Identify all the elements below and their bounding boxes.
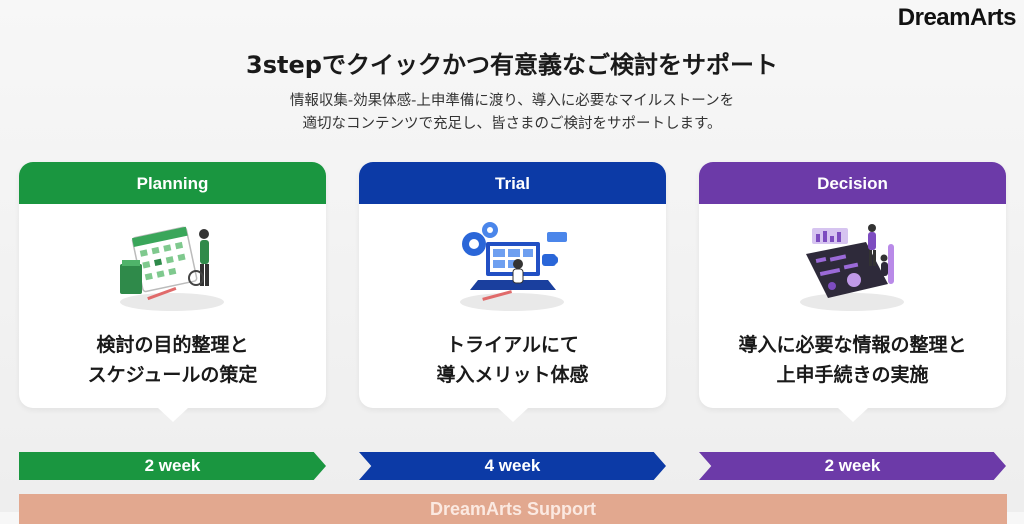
duration-arrow-planning: 2 week (19, 452, 326, 480)
page-title: 3stepでクイックかつ有意義なご検討をサポート (246, 51, 778, 79)
step-description-line: トライアルにて (446, 334, 579, 356)
support-bar: DreamArts Support (19, 494, 1007, 524)
step-description-line: 導入に必要な情報の整理と (738, 334, 967, 356)
step-header-decision: Decision (699, 162, 1006, 204)
step-card-trial: Trial トライアルにて 導入メリット体感 (359, 162, 666, 422)
step-description-decision: 導入に必要な情報の整理と 上申手続きの実施 (699, 330, 1006, 390)
step-description-line: 上申手続きの実施 (776, 364, 929, 386)
step-description-planning: 検討の目的整理と スケジュールの策定 (19, 330, 326, 390)
step-description-line: 検討の目的整理と (96, 334, 249, 356)
duration-arrow-trial: 4 week (359, 452, 666, 480)
page-subtitle: 情報収集-効果体感-上申準備に渡り、導入に必要なマイルストーンを 適切なコンテン… (0, 90, 1024, 136)
step-description-trial: トライアルにて 導入メリット体感 (359, 330, 666, 390)
duration-arrow-decision: 2 week (699, 452, 1006, 480)
step-description-line: スケジュールの策定 (87, 364, 258, 386)
subtitle-line-2: 適切なコンテンツで充足し、皆さまのご検討をサポートします。 (302, 116, 722, 132)
step-description-line: 導入メリット体感 (436, 364, 589, 386)
planning-calendar-illustration (120, 226, 224, 311)
dreamarts-logo: DreamArts (897, 4, 1017, 31)
trial-laptop-gears-illustration (460, 222, 567, 311)
step-card-planning: Planning 検討の目的整理と スケジュールの策定 (19, 162, 326, 422)
decision-dashboard-illustration (800, 224, 904, 311)
step-header-planning: Planning (19, 162, 326, 204)
step-header-trial: Trial (359, 162, 666, 204)
step-card-decision: Decision 導入に必要な情報の整理と 上申手続きの実施 (699, 162, 1006, 422)
subtitle-line-1: 情報収集-効果体感-上申準備に渡り、導入に必要なマイルストーンを (289, 93, 735, 109)
